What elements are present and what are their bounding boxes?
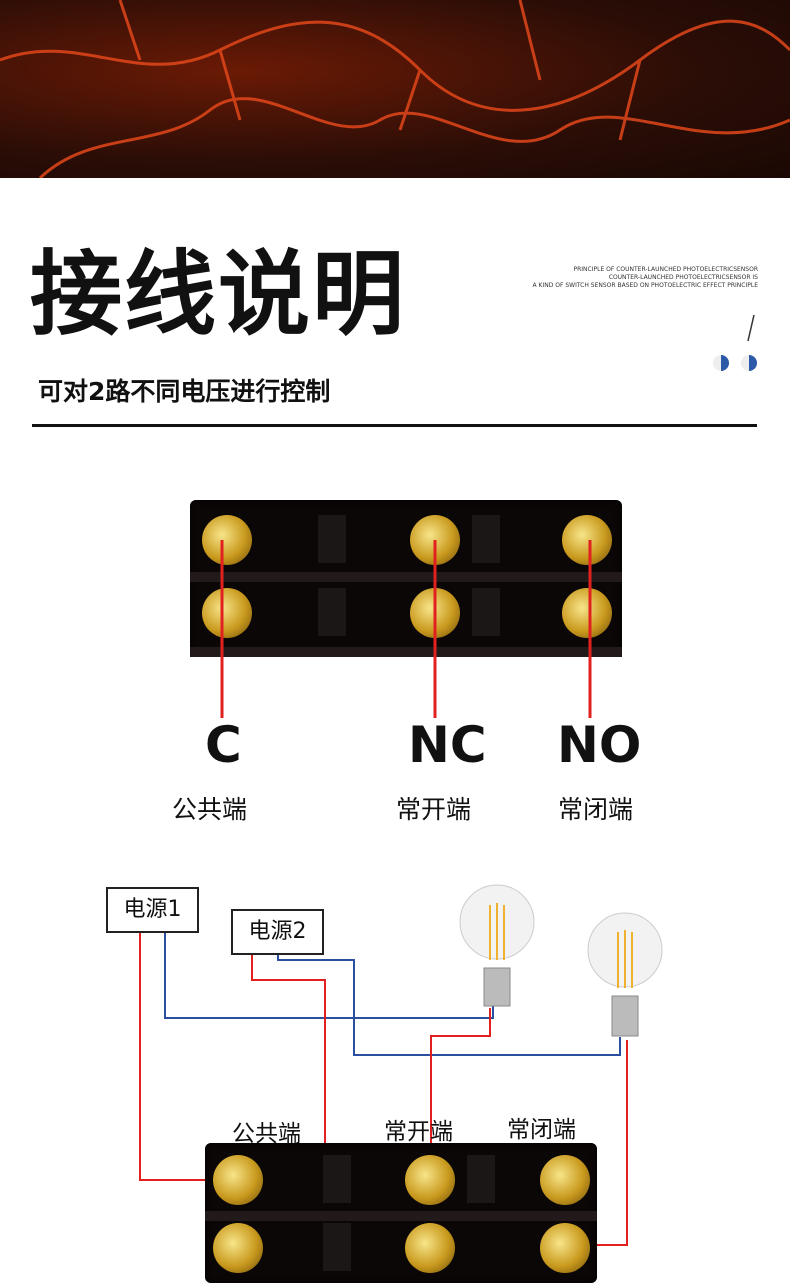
terminal-block-photo-wiring	[205, 1143, 597, 1283]
caption-line: PRINCIPLE OF COUNTER-LAUNCHED PHOTOELECT…	[573, 266, 758, 273]
label-common: 公共端	[232, 1121, 301, 1147]
light-bulb-icon	[587, 912, 663, 1037]
caption-line: A KIND OF SWITCH SENSOR BASED ON PHOTOEL…	[532, 282, 758, 289]
power-source-1: 电源1	[106, 887, 199, 933]
terminal-block-photo	[190, 500, 622, 657]
terminal-name-nc: 常开端	[396, 795, 472, 824]
terminal-code-nc: NC	[408, 716, 487, 774]
page-title: 接线说明	[30, 241, 407, 348]
terminal-name-c: 公共端	[172, 795, 248, 824]
terminal-pointer-lines	[220, 540, 592, 718]
light-bulb-icon	[459, 884, 535, 1007]
subtitle: 可对2路不同电压进行控制	[38, 377, 331, 406]
power-source-2: 电源2	[231, 909, 324, 955]
label-no: 常闭端	[507, 1117, 576, 1143]
label-nc: 常开端	[384, 1119, 453, 1145]
lava-banner-image	[0, 0, 790, 178]
lava-texture	[0, 0, 790, 178]
decorative-dots-icon	[713, 315, 757, 371]
terminal-code-no: NO	[557, 716, 642, 774]
divider	[32, 424, 757, 427]
english-caption: PRINCIPLE OF COUNTER-LAUNCHED PHOTOELECT…	[533, 266, 758, 290]
terminal-code-c: C	[205, 716, 242, 774]
caption-line: COUNTER-LAUNCHED PHOTOELECTRICSENSOR IS	[608, 274, 758, 281]
terminal-name-no: 常闭端	[558, 795, 634, 824]
